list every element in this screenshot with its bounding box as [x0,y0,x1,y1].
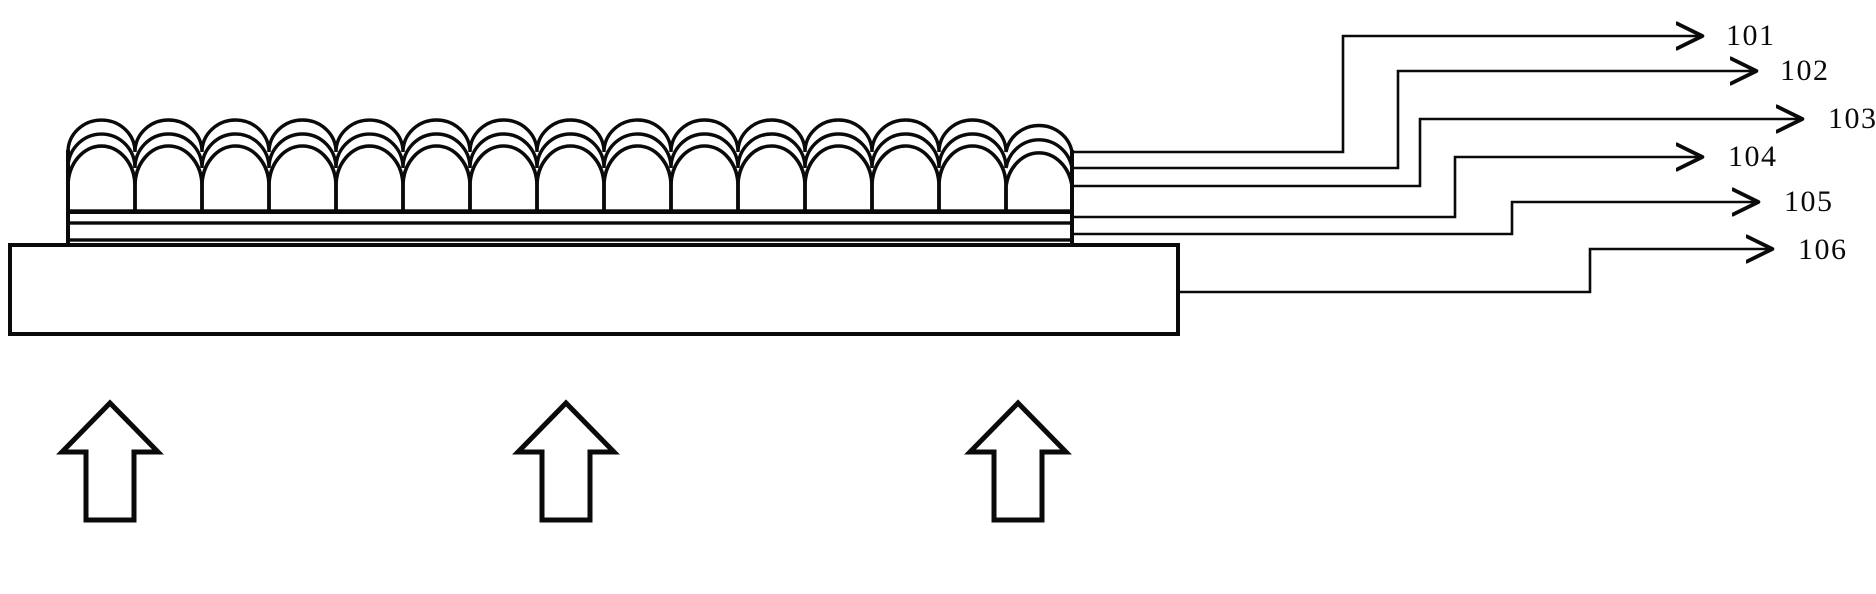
leader-line-106 [1176,249,1770,294]
substrate-block [8,243,1180,336]
layer-conformal-101 [66,118,1074,154]
ref-label-102: 102 [1780,54,1830,87]
conformal-101-scallop [66,118,1074,154]
ref-label-104: 104 [1728,140,1778,173]
ref-label-103: 103 [1828,102,1876,135]
incident-light-arrow-center [512,399,620,523]
leader-line-103 [1070,119,1800,188]
dome-outlines [66,144,1074,214]
leader-line-102 [1070,71,1754,170]
conformal-102-scallop [66,132,1074,170]
ref-label-106: 106 [1798,233,1848,266]
leader-line-105 [1070,202,1756,236]
ref-label-105: 105 [1784,185,1834,218]
leader-line-104 [1070,157,1700,219]
leader-lines [1070,36,1800,294]
ref-label-101: 101 [1726,19,1776,52]
incident-light-arrows [56,399,1072,523]
leader-line-101 [1070,36,1700,154]
layer-textured-domes-103 [66,144,1074,245]
incident-light-arrow-right [964,399,1072,523]
layer-conformal-102 [66,132,1074,170]
incident-light-arrow-left [56,399,164,523]
reference-numerals: 101 102 103 104 105 106 [1726,19,1876,266]
layer-substrate-106 [8,243,1180,336]
